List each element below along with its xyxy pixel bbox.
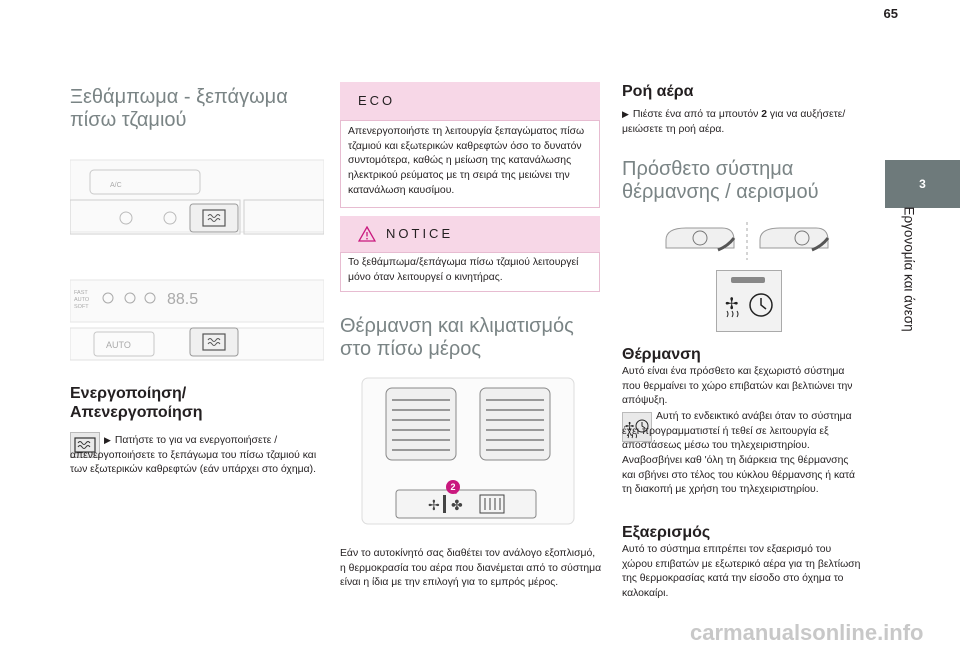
fan-fast-icon: ✤ [451, 498, 463, 514]
rear-defrost-heading: Ξεθάμπωμα - ξεπάγωμα πίσω τζαμιού [70, 86, 288, 131]
rear-climate-text: Εάν το αυτοκίνητό σας διαθέτει τον ανάλο… [340, 548, 602, 589]
footer-watermark: carmanualsonline.info [690, 620, 924, 645]
activation-text: ▶Πατήστε το για να ενεργοποιήσετε / απεν… [70, 435, 317, 476]
ac-label: A/C [110, 182, 122, 189]
notice-header: NOTICE [340, 216, 600, 252]
airflow-heading: Ροή αέρα [622, 83, 694, 100]
auto-button-label: AUTO [106, 340, 131, 350]
console-image-1: A/C [70, 150, 324, 244]
fast-label: FAST [74, 290, 88, 296]
airflow-text: ▶Πιέστε ένα από τα μπουτόν 2 για να αυξή… [622, 109, 846, 135]
fan-icon: ✢ [725, 294, 738, 313]
console-illustration-1: A/C [70, 159, 324, 235]
page-number: 65 [883, 6, 898, 21]
activation-subheading: Ενεργοποίηση/ Απενεργοποίηση [70, 385, 203, 421]
console-image-2: FAST AUTO SOFT 88.5 AUTO [70, 270, 324, 364]
rear-defrost-button-icon [202, 333, 226, 351]
rear-vent-image: ✢ ✤ [356, 376, 580, 526]
chapter-number: 3 [919, 177, 926, 191]
rear-defrost-icon [70, 432, 100, 458]
rear-defrost-button-icon [202, 209, 226, 227]
rear-climate-heading: Θέρμανση και κλιματισμός στο πίσω μέρος [340, 315, 574, 360]
heating-text-3: Αναβοσβήνει καθ 'όλη τη διάρκεια της θέρ… [622, 455, 856, 496]
ventilation-heading: Εξαερισμός [622, 524, 711, 541]
heating-text-2: Αυτή το ενδεικτικό ανάβει όταν το σύστημ… [622, 411, 852, 452]
eco-text: Απενεργοποιήστε τη λειτουργία ξεπαγώματο… [348, 126, 585, 196]
bullet-arrow-icon: ▶ [104, 435, 111, 445]
remote-heating-diagram [664, 218, 834, 262]
callout-badge: 2 [446, 480, 460, 494]
heating-indicator-icon: ✢ [622, 412, 652, 442]
heating-heading: Θέρμανση [622, 346, 701, 363]
bullet-arrow-icon: ▶ [622, 109, 629, 119]
temperature-display: 88.5 [167, 291, 198, 308]
soft-label: SOFT [74, 304, 89, 310]
auto-small-label: AUTO [74, 297, 90, 303]
extra-heating-heading: Πρόσθετο σύστημα θέρμανσης / αερισμού [622, 158, 819, 203]
ventilation-text: Αυτό το σύστημα επιτρέπει τον εξαερισμό … [622, 544, 861, 600]
notice-text: Το ξεθάμπωμα/ξεπάγωμα πίσω τζαμιού λειτο… [348, 257, 579, 283]
heating-panel-icon: ✢ [716, 270, 782, 332]
chapter-title: Εργονομία και άνεση [901, 206, 917, 332]
eco-title: ECO [358, 93, 396, 108]
fan-slow-icon: ✢ [428, 498, 440, 514]
heating-text-1: Αυτό είναι ένα πρόσθετο και ξεχωριστό σύ… [622, 366, 853, 407]
notice-box: Το ξεθάμπωμα/ξεπάγωμα πίσω τζαμιού λειτο… [340, 252, 600, 292]
console-illustration-2: FAST AUTO SOFT 88.5 AUTO [70, 279, 324, 361]
svg-text:✢: ✢ [625, 420, 634, 433]
chapter-tab [885, 160, 960, 208]
eco-header: ECO [340, 82, 600, 120]
eco-box: Απενεργοποιήστε τη λειτουργία ξεπαγώματο… [340, 120, 600, 208]
warning-icon [358, 226, 376, 242]
notice-title: NOTICE [386, 226, 454, 241]
